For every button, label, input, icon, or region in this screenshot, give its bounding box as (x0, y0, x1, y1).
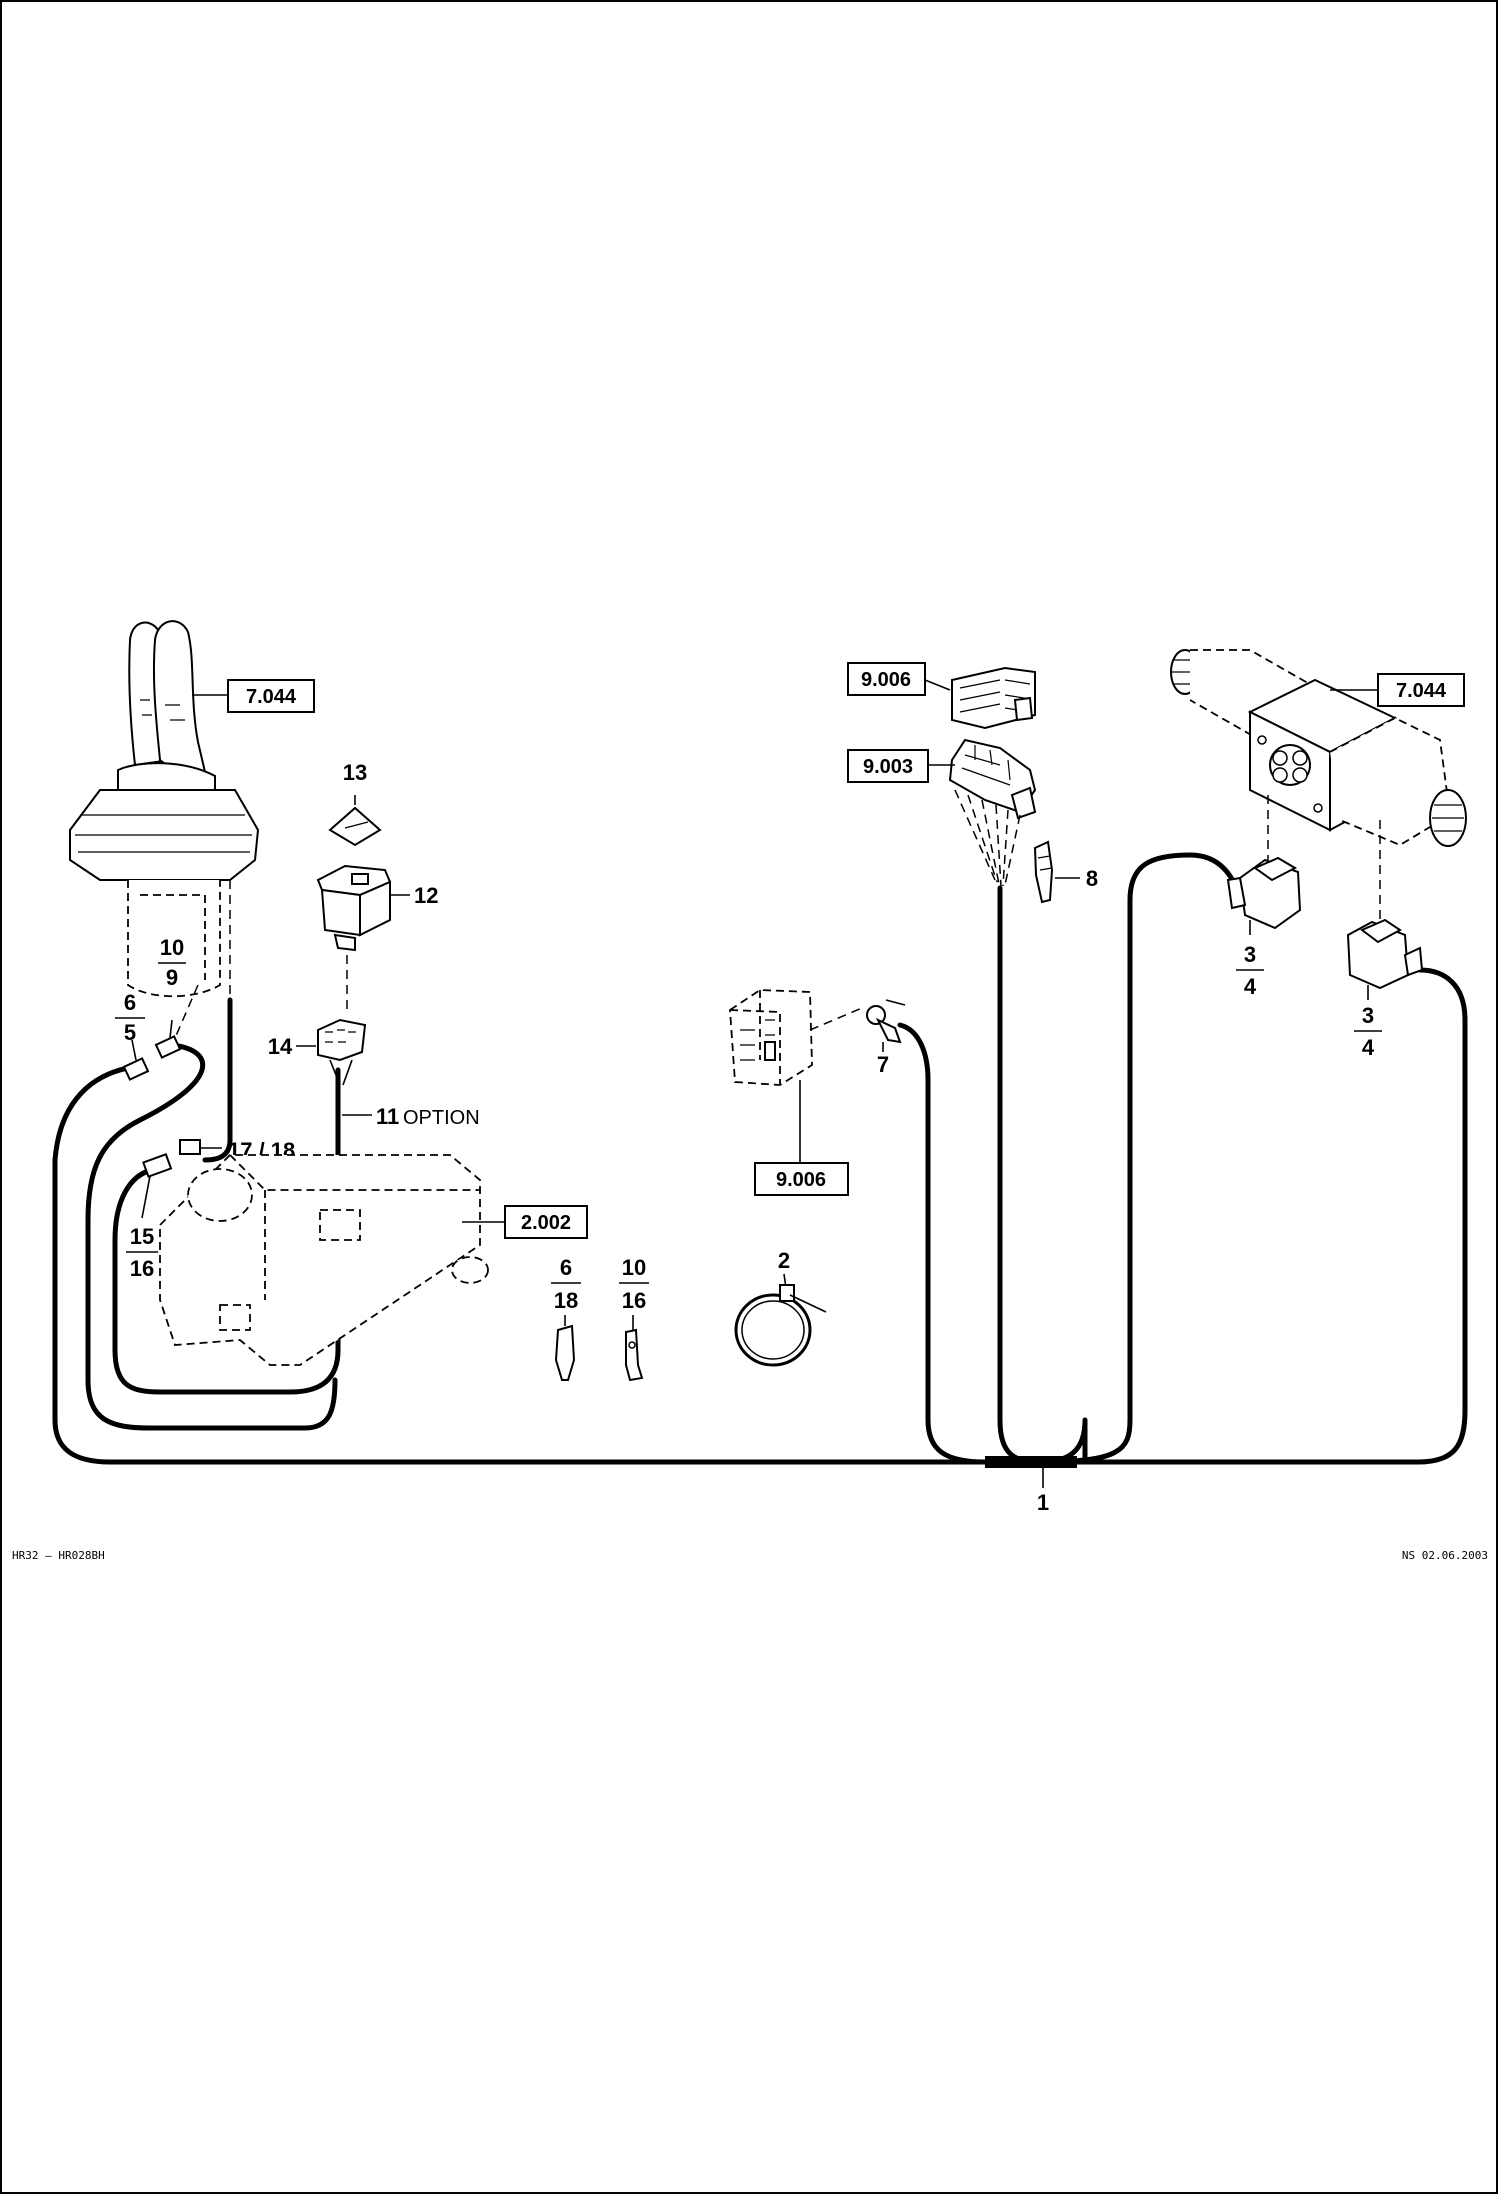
callout-labels-l10b: 10 (622, 1255, 646, 1280)
callout-refs-valve: 7.044 (1396, 680, 1447, 702)
callout-labels-l10a: 10 (160, 935, 184, 960)
callout-labels-l11: 11 (376, 1104, 399, 1129)
callout-labels-l4b: 4 (1362, 1035, 1375, 1060)
ref-box-valve (1377, 673, 1465, 707)
callout-labels-l8: 8 (1086, 866, 1098, 891)
callout-labels-l5: 5 (124, 1020, 136, 1045)
footer-left: HR32 – HR028BH (12, 1549, 105, 1562)
callout-refs-connector_top: 9.006 (861, 669, 911, 691)
valve-7-044 (1170, 649, 1467, 847)
callout-labels-l7: 7 (877, 1052, 889, 1077)
callout-labels-l3a: 3 (1244, 942, 1256, 967)
callout-labels-l6b: 6 (560, 1255, 572, 1280)
console-2-002 (159, 1154, 489, 1366)
label-1: 1 (1037, 1490, 1049, 1515)
connector-15-16 (141, 1153, 173, 1219)
callout-labels-l6a: 6 (124, 990, 136, 1015)
callout-labels-l18: 18 (554, 1288, 578, 1313)
cable-tie-2 (734, 1284, 827, 1367)
rocker-switch-12 (316, 864, 392, 952)
connector-9-10 (154, 1019, 182, 1059)
socket-9-006-center (729, 989, 813, 1086)
callout-labels-l2: 2 (778, 1248, 790, 1273)
callout-refs-joystick: 7.044 (246, 686, 297, 708)
ref-box-connector-housing (847, 749, 929, 783)
terminal-10-16 (625, 1315, 644, 1382)
harness-fan-wires (954, 789, 1021, 887)
callout-labels-l16b: 16 (622, 1288, 646, 1313)
coil-plug-3-4-left (1226, 856, 1302, 930)
terminal-8 (1033, 840, 1054, 904)
connector-17-18 (179, 1139, 222, 1155)
ring-terminal-7 (866, 999, 906, 1044)
ref-box-joystick (227, 679, 315, 713)
callout-refs-console: 2.002 (521, 1212, 571, 1234)
socket-14 (317, 1018, 367, 1062)
callout-refs-connector_socket: 9.006 (776, 1169, 826, 1191)
callout-labels-l9: 9 (166, 965, 178, 990)
coil-plug-3-4-right (1346, 918, 1424, 990)
callout-labels-l3b: 3 (1362, 1003, 1374, 1028)
switch-cap-13 (328, 806, 382, 847)
ref-box-console (504, 1205, 588, 1239)
ref-box-socket (754, 1162, 849, 1196)
callout-labels-l16a: 16 (130, 1256, 154, 1281)
callout-labels-l13: 13 (343, 760, 367, 785)
main-cable (52, 852, 1468, 1468)
connector-5-6 (122, 1039, 150, 1081)
callout-labels-l15: 15 (130, 1224, 154, 1249)
callout-labels-option: OPTION (403, 1107, 480, 1129)
callout-refs-connector_housing: 9.003 (863, 756, 913, 778)
connector-9-006-top (951, 666, 1036, 730)
callout-labels-l4a: 4 (1244, 974, 1257, 999)
callout-labels-l14: 14 (268, 1034, 293, 1059)
terminal-6-18 (554, 1315, 576, 1381)
footer-right: NS 02.06.2003 (1402, 1549, 1488, 1562)
connector-housing-9-003 (948, 738, 1037, 820)
ref-box-connector-top (847, 662, 926, 696)
callout-labels-l12: 12 (414, 883, 438, 908)
joystick-handle (69, 620, 260, 1039)
